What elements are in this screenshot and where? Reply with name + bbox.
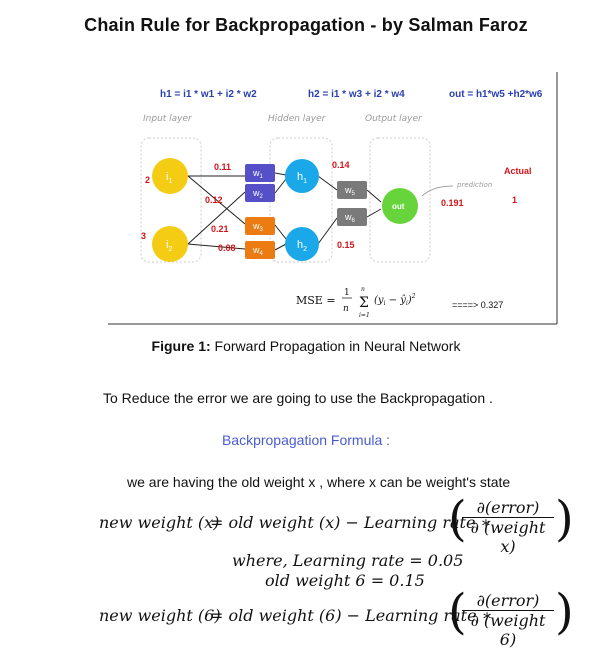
svg-text:(yi − ŷi)2: (yi − ŷi)2	[374, 293, 416, 307]
hidden-node-2-label: h2	[297, 239, 307, 253]
w5-value: 0.14	[332, 160, 350, 170]
formula-general-rhs: = old weight (x) − Learning rate ∗	[210, 513, 492, 532]
weight-w4-box	[245, 241, 275, 259]
input-node-2-label: i2	[166, 239, 172, 253]
edge-i2-w4	[187, 243, 246, 250]
paragraph-weight-state: we are having the old weight x , where x…	[127, 474, 511, 490]
svg-text:i=1: i=1	[359, 312, 370, 319]
weight-w1-label: w1	[252, 168, 264, 180]
hidden-layer-label: Hidden layer	[268, 114, 327, 124]
weight-w3-box	[245, 217, 275, 235]
input-node-2	[152, 226, 188, 262]
prediction-arrow	[421, 185, 454, 197]
where-line: where, Learning rate = 0.05	[232, 551, 464, 570]
edge-w2-h1	[274, 178, 287, 194]
input-layer-label: Input layer	[143, 114, 193, 124]
figure-caption: Figure 1: Forward Propagation in Neural …	[0, 338, 612, 354]
weight-w6-label: w6	[344, 212, 356, 224]
section-heading: Backpropagation Formula :	[221, 432, 391, 448]
output-node-label: out	[392, 202, 405, 211]
w6-value: 0.15	[337, 240, 355, 250]
prediction-label: prediction	[456, 181, 492, 189]
paragraph-intro: To Reduce the error we are going to use …	[103, 390, 493, 406]
fraction-denominator: ∂ (weight 6)	[470, 611, 546, 649]
edge-w1-h1	[274, 172, 287, 176]
caption-text: Forward Propagation in Neural Network	[210, 338, 461, 354]
svg-text:Σ: Σ	[359, 295, 369, 311]
neural-network-figure: h1 = i1 * w1 + i2 * w2 h2 = i1 * w3 + i2…	[108, 72, 558, 325]
mse-formula: MSE = 1 n Σ n i=1 (yi − ŷi)2	[296, 286, 416, 319]
formula-6-lhs: new weight (6)	[99, 606, 221, 625]
hidden-node-2	[285, 227, 319, 261]
input-node-1-label: i1	[166, 171, 172, 185]
actual-value: 1	[512, 195, 517, 205]
weight-w2-label: w2	[252, 188, 264, 200]
hidden-node-1-label: h1	[297, 171, 307, 185]
input-node-1	[152, 158, 188, 194]
fraction-weight-6: ∂(error) ∂ (weight 6)	[462, 591, 554, 649]
input-2-value: 3	[141, 231, 146, 241]
edge-i2-w2	[187, 191, 246, 245]
edge-w3-h2	[274, 224, 287, 240]
page-title: Chain Rule for Backpropagation - by Salm…	[84, 15, 528, 35]
hidden-layer-box	[269, 137, 333, 263]
svg-text:n: n	[343, 304, 349, 314]
equation-h2: h2 = i1 * w3 + i2 * w4	[308, 89, 405, 100]
equation-out: out = h1*w5 +h2*w6	[449, 89, 543, 100]
edge-h2-w6	[317, 217, 338, 245]
left-paren: (	[448, 491, 467, 547]
right-paren: )	[555, 491, 574, 547]
fraction-denominator: ∂ (weight x)	[470, 518, 546, 556]
w4-value: 0.08	[218, 243, 236, 253]
w1-value: 0.11	[214, 162, 231, 172]
svg-text:1: 1	[344, 288, 350, 298]
input-1-value: 2	[145, 175, 150, 185]
edge-w6-out	[366, 208, 382, 218]
caption-bold: Figure 1:	[151, 338, 211, 354]
left-paren: (	[448, 584, 467, 640]
old-weight-line: old weight 6 = 0.15	[265, 571, 425, 590]
input-layer-box	[140, 137, 202, 263]
output-node	[382, 188, 418, 224]
svg-text:n: n	[361, 286, 365, 293]
weight-w6-box	[337, 208, 367, 226]
output-layer-label: Output layer	[365, 114, 423, 124]
actual-label: Actual	[504, 166, 532, 176]
mse-label: MSE =	[296, 294, 336, 307]
fraction-numerator: ∂(error)	[462, 591, 554, 611]
prediction-value: 0.191	[441, 198, 464, 208]
fraction-general: ∂(error) ∂ (weight x)	[462, 498, 554, 556]
weight-w3-label: w3	[252, 221, 264, 233]
output-layer-box	[369, 137, 431, 263]
right-paren: )	[555, 584, 574, 640]
mse-result: ====> 0.327	[452, 300, 503, 310]
weight-w1-box	[245, 164, 275, 182]
edge-w4-h2	[274, 243, 287, 251]
weight-w5-label: w5	[344, 185, 356, 197]
weight-w5-box	[337, 181, 367, 199]
edge-h1-w5	[317, 175, 338, 191]
edge-i1-w3	[187, 175, 246, 225]
weight-w2-box	[245, 184, 275, 202]
weight-w4-label: w4	[252, 245, 264, 257]
equation-h1: h1 = i1 * w1 + i2 * w2	[160, 89, 257, 100]
fraction-numerator: ∂(error)	[462, 498, 554, 518]
formula-general-lhs: new weight (x)	[99, 513, 220, 532]
formula-6-rhs: = old weight (6) − Learning rate ∗	[210, 606, 493, 625]
edge-w5-out	[366, 189, 382, 203]
hidden-node-1	[285, 159, 319, 193]
w3-value: 0.21	[211, 224, 229, 234]
w2-value: 0.12	[205, 195, 223, 205]
